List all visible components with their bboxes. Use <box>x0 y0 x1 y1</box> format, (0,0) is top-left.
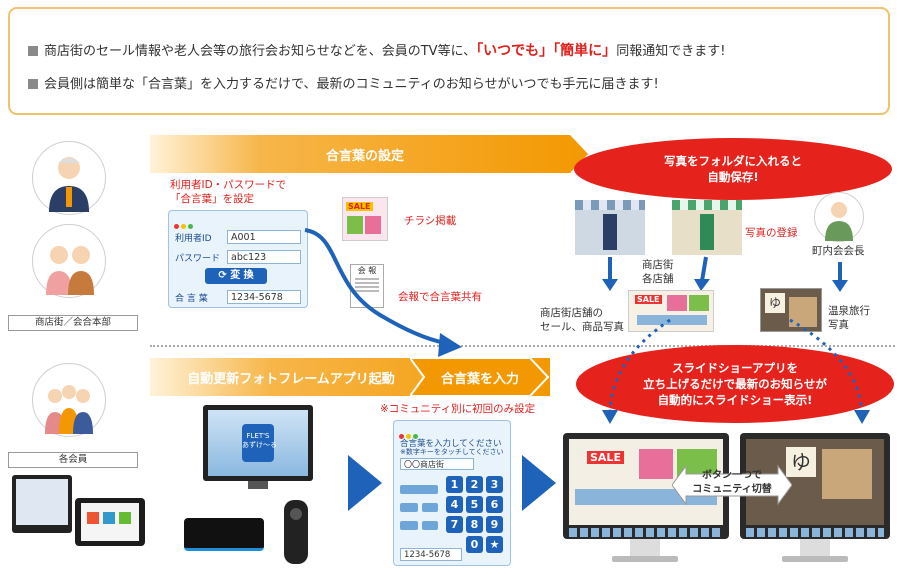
intro-highlight: 「いつでも」「簡単に」 <box>476 43 617 59</box>
group-icon <box>45 385 93 434</box>
onsen-photo: ゆ <box>760 288 822 332</box>
newsletter-title: 会 報 <box>357 266 377 275</box>
monitor-icon <box>12 475 72 533</box>
flyer-icon: SALE <box>342 197 388 241</box>
key-0[interactable]: 0 <box>466 536 483 553</box>
window-dots <box>174 214 195 233</box>
photo-register-label: 写真の登録 <box>745 227 798 239</box>
menu-bar-4[interactable] <box>400 521 418 530</box>
keyword-input-field[interactable]: 1234-5678 <box>400 548 462 561</box>
chevron-right-icon-2 <box>522 455 556 511</box>
input-heading: 合言葉を入力してください <box>400 439 502 449</box>
refresh-icon: ⟳ <box>218 270 231 281</box>
setup-note: 利用者ID・パスワードで 「合言葉」を設定 <box>170 179 287 206</box>
convert-button-label: 変 換 <box>230 270 254 281</box>
chairman-avatar <box>814 192 864 242</box>
shop-owner-avatar <box>32 141 106 215</box>
intro-line-1-tail: 同報通知できます! <box>616 44 726 59</box>
convert-button[interactable]: ⟳ 変 換 <box>205 268 267 284</box>
monitor-sale-badge: SALE <box>587 451 624 464</box>
menu-bar-3[interactable] <box>422 503 438 512</box>
switch-double-arrow <box>672 464 792 506</box>
band-keyword-setup-label: 合言葉の設定 <box>325 148 404 164</box>
key-7[interactable]: 7 <box>446 516 463 533</box>
intro-line-1-text: 商店街のセール情報や老人会等の旅行会お知らせなどを、会員のTV等に、 <box>44 44 477 59</box>
menu-bar-2[interactable] <box>400 503 418 512</box>
monitor-left-base <box>612 556 678 562</box>
password-label: パスワード <box>175 254 221 264</box>
key-3[interactable]: 3 <box>486 476 503 493</box>
key-4[interactable]: 4 <box>446 496 463 513</box>
shops-label: 商店街 各店舗 <box>642 259 674 286</box>
remote-icon <box>284 500 308 564</box>
tv-icon: FLET'S あずけ〜る <box>203 405 313 481</box>
monitor-left-stand <box>630 539 660 559</box>
first-time-note: ※コミュニティ別に初回のみ設定 <box>380 403 536 415</box>
user-id-label: 利用者ID <box>175 234 212 244</box>
chevron-right-icon <box>348 455 382 511</box>
band-keyword-setup-arrow <box>150 135 588 173</box>
flow-arrow-to-input <box>304 228 462 357</box>
flyer-label: チラシ掲載 <box>404 215 457 227</box>
person-icon <box>825 202 853 241</box>
intro-box: 商店街のセール情報や老人会等の旅行会お知らせなどを、会員のTV等に、「いつでも」… <box>8 7 890 115</box>
section-divider <box>150 345 895 347</box>
intro-line-2: 会員側は簡単な「合言葉」を入力するだけで、最新のコミュニティのお知らせがいつでも… <box>28 73 659 92</box>
community-field[interactable]: 〇〇商店街 <box>400 458 474 470</box>
elderly-couple-avatar <box>32 224 106 298</box>
flyer-sale-badge: SALE <box>346 202 373 211</box>
band-app-start-label: 自動更新フォトフレームアプリ起動 <box>187 371 395 387</box>
tv-stand <box>248 481 268 489</box>
newsletter-label: 会報で合言葉共有 <box>398 291 482 303</box>
photo-sale-badge: SALE <box>635 295 662 304</box>
shop-stall-icon-2 <box>672 200 742 255</box>
tablet-icon <box>75 498 145 546</box>
key-9[interactable]: 9 <box>486 516 503 533</box>
menu-bar-1[interactable] <box>400 485 438 494</box>
bullet-square-icon <box>28 79 38 89</box>
intro-line-2-text: 会員側は簡単な「合言葉」を入力するだけで、最新のコミュニティのお知らせがいつでも… <box>44 77 659 92</box>
down-arrows <box>602 256 710 291</box>
keyword-label: 合 言 葉 <box>175 294 208 304</box>
shop-photo-collage: SALE <box>628 290 714 332</box>
monitor-right-stand <box>800 539 830 559</box>
keyword-input-panel: 合言葉を入力してください ※数字キーをタッチしてください 〇〇商店街 1 2 3… <box>393 420 511 566</box>
newsletter-icon: 会 報 <box>350 264 384 308</box>
keyword-field[interactable]: 1234-5678 <box>227 290 301 304</box>
bullet-square-icon <box>28 46 38 56</box>
key-1[interactable]: 1 <box>446 476 463 493</box>
chairman-label: 町内会会長 <box>812 245 865 257</box>
key-5[interactable]: 5 <box>466 496 483 513</box>
key-6[interactable]: 6 <box>486 496 503 513</box>
couple-icon <box>46 246 94 295</box>
down-arrow-chairman <box>832 262 848 292</box>
band-input-arrow <box>410 358 550 396</box>
key-2[interactable]: 2 <box>466 476 483 493</box>
intro-line-1: 商店街のセール情報や老人会等の旅行会お知らせなどを、会員のTV等に、「いつでも」… <box>28 40 725 60</box>
band-input-label: 合言葉を入力 <box>440 371 519 387</box>
members-avatar <box>32 363 106 437</box>
key-star[interactable]: ★ <box>486 536 503 553</box>
app-tile[interactable]: FLET'S あずけ〜る <box>242 424 277 462</box>
user-id-field[interactable]: A001 <box>227 230 301 244</box>
callout-auto-save: 写真をフォルダに入れると 自動保存! <box>574 138 892 200</box>
password-field[interactable]: abc123 <box>227 250 301 264</box>
role-label-members: 各会員 <box>8 452 138 468</box>
onsen-label: 温泉旅行 写真 <box>828 305 870 332</box>
shop-stall-icon <box>575 200 645 255</box>
role-label-shop-hq: 商店街／会合本部 <box>8 315 138 331</box>
shop-photo-label: 商店街店舗の セール、商品写真 <box>540 307 624 334</box>
key-8[interactable]: 8 <box>466 516 483 533</box>
person-icon <box>49 157 89 212</box>
menu-bar-5[interactable] <box>422 521 438 530</box>
input-sub: ※数字キーをタッチしてください <box>400 448 504 456</box>
window-dots <box>399 424 420 443</box>
monitor-right-base <box>782 556 848 562</box>
dotted-flow-arcs <box>602 318 870 424</box>
set-top-box-icon <box>184 518 264 551</box>
switch-label: ボタン一つで コミュニティ切替 <box>692 470 772 495</box>
login-form-panel: 利用者ID A001 パスワード abc123 ⟳ 変 換 合 言 葉 1234… <box>168 210 308 308</box>
